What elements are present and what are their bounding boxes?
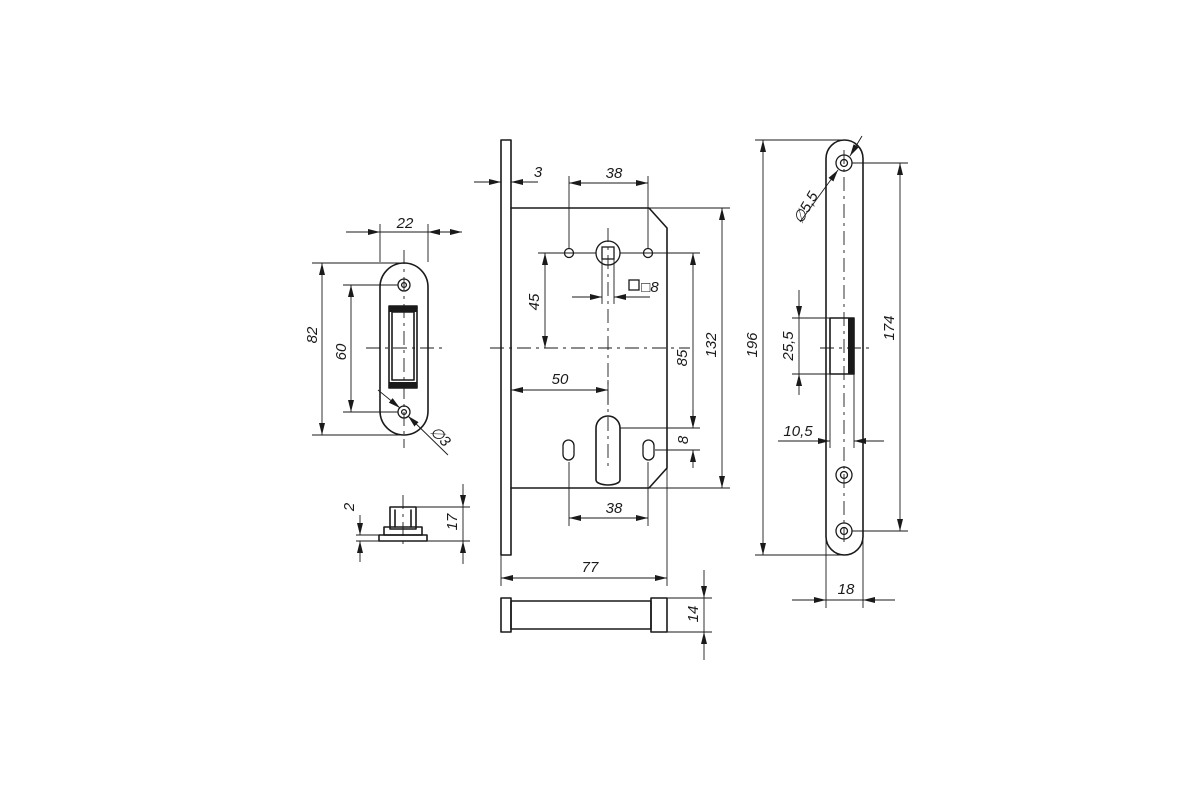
lock-faceplate-edge (500, 139, 512, 556)
dim-leader (799, 169, 839, 223)
dim-top-hole-spacing: 38 (606, 165, 623, 182)
dim-leader (849, 135, 863, 157)
dim-leader (377, 389, 401, 409)
dim-leader (407, 415, 449, 456)
lock-body-front-view: 3 38 □8 45 50 85 8 (474, 139, 730, 586)
cylinder-cutout (595, 415, 621, 486)
dim-bottom-hole-spacing: 38 (606, 500, 623, 517)
lock-case-outline (510, 207, 668, 489)
dim-backset: 50 (552, 371, 569, 388)
lock-bottom-view: 14 (500, 570, 712, 660)
dim-latch-height: 25,5 (780, 331, 797, 362)
strike-plate-front-view: 22 82 60 ∅3 (304, 215, 462, 456)
dim-body-height: 132 (703, 332, 720, 358)
dim-faceplate-thickness: 3 (534, 164, 543, 181)
strike-opening-inner (391, 311, 415, 381)
faceplate-outline (825, 139, 864, 556)
dim-faceplate-hole-diameter: ∅5,5 (790, 188, 822, 226)
dim-faceplate-width: 18 (838, 581, 855, 598)
spindle-square-symbol (628, 279, 640, 291)
dim-faceplate-total-height: 196 (744, 332, 761, 358)
strike-opening (388, 305, 418, 389)
faceplate-view: ∅5,5 196 174 25,5 10,5 18 (744, 135, 908, 608)
dim-bottom-thickness: 14 (685, 606, 702, 623)
dim-strike-hole-spacing: 60 (333, 343, 350, 360)
dim-strike-width: 22 (396, 215, 414, 232)
dim-cylinder-offset: 8 (675, 435, 692, 444)
dim-latch-width: 10,5 (783, 423, 813, 440)
strike-plate-side-view: 2 17 (341, 484, 470, 564)
dim-axis-to-cylinder: 85 (674, 349, 691, 366)
dim-strike-side-offset: 2 (341, 502, 358, 512)
strike-opening-top-edge (389, 306, 417, 312)
latch-edge (848, 318, 854, 374)
dim-strike-height: 82 (304, 326, 321, 343)
dim-lock-depth: 77 (582, 559, 599, 576)
bottom-view-latch (650, 597, 668, 633)
dim-faceplate-hole-spacing: 174 (881, 315, 898, 340)
dim-strike-side-height: 17 (444, 513, 461, 530)
strike-opening-bottom-edge (389, 382, 417, 388)
dim-spindle-to-axis: 45 (526, 293, 543, 310)
case-bottom-right-slot (642, 439, 655, 461)
bottom-view-body (510, 600, 652, 630)
dim-spindle-square: □8 (641, 279, 659, 296)
bottom-view-faceplate (500, 597, 512, 633)
case-bottom-left-slot (562, 439, 575, 461)
dim-strike-hole-diameter: ∅3 (427, 423, 455, 451)
